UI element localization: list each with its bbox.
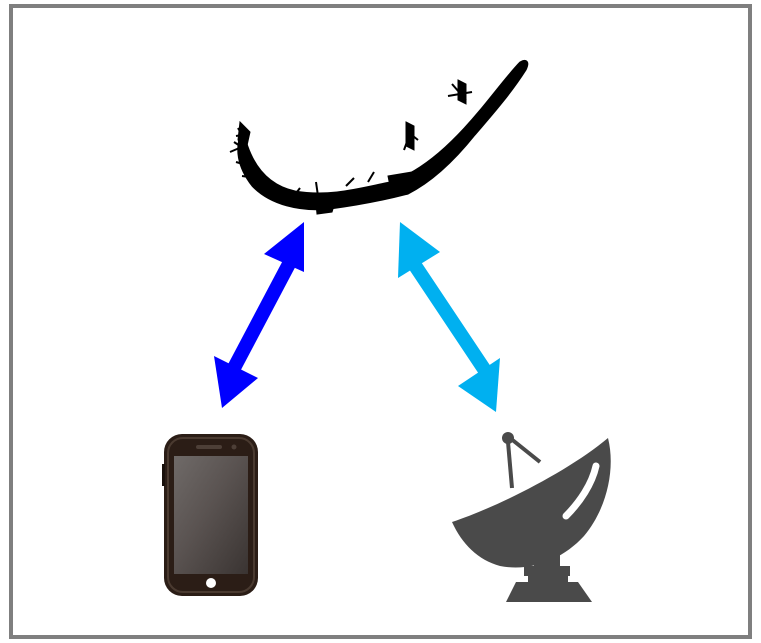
satellite-dish-icon bbox=[452, 432, 611, 602]
link-aircraft-dish-arrow bbox=[398, 222, 500, 412]
solar-aircraft-icon bbox=[229, 59, 529, 215]
frame-border bbox=[9, 4, 752, 639]
link-aircraft-phone-arrow bbox=[214, 222, 304, 408]
smartphone-icon bbox=[162, 434, 258, 596]
